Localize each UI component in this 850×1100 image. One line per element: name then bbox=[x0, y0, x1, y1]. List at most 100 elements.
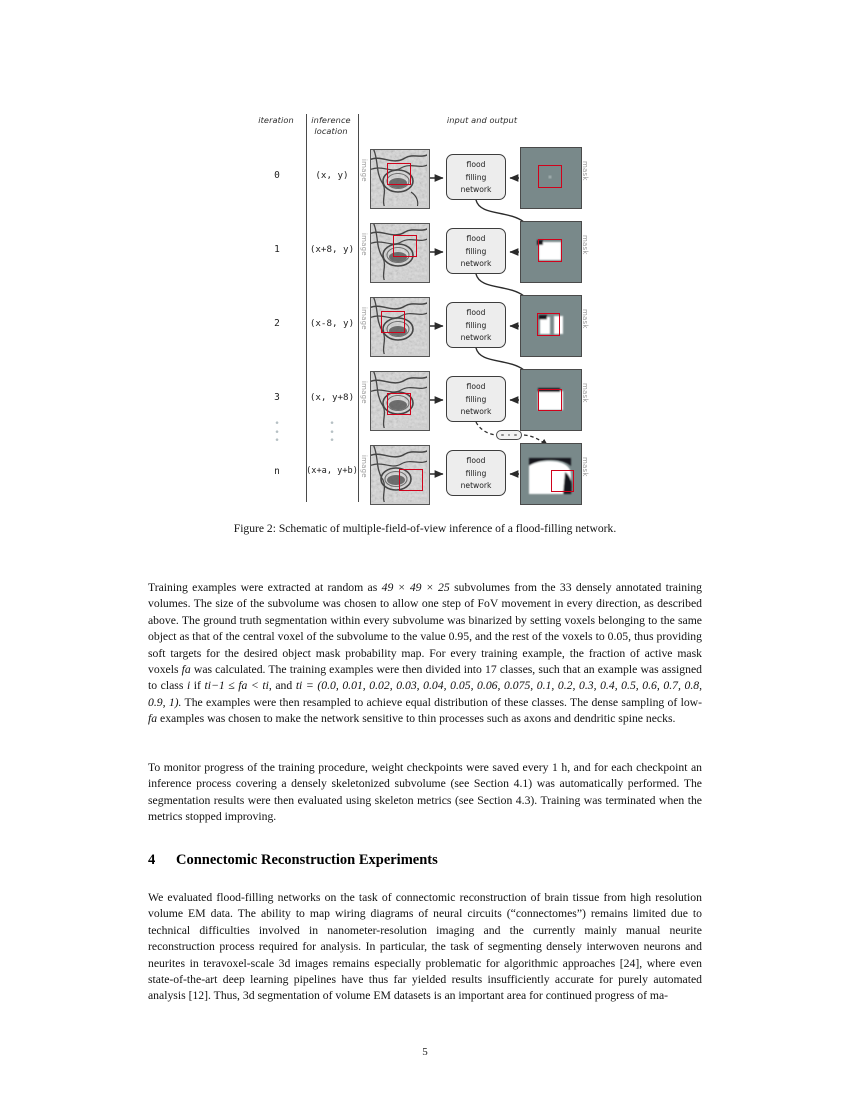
image-panel-label: image bbox=[360, 455, 368, 478]
dot: • bbox=[329, 419, 335, 429]
p1-text-f: The examples were then resampled to achi… bbox=[181, 695, 702, 709]
mask-red-box bbox=[538, 239, 562, 262]
ffn-label-line2: filling bbox=[465, 246, 487, 256]
em-image-panel: image bbox=[360, 297, 430, 357]
mask-red-box bbox=[538, 165, 562, 188]
column-divider-1 bbox=[306, 114, 308, 502]
row-iteration-value: 1 bbox=[274, 244, 280, 255]
body-paragraph-3: We evaluated flood-filling networks on t… bbox=[148, 890, 702, 1016]
p1-text-d: if bbox=[190, 679, 205, 693]
em-image-panel: image bbox=[360, 445, 430, 505]
iteration-column-dots: • • • bbox=[266, 420, 288, 446]
ellipsis-pill bbox=[496, 430, 522, 440]
row-location-value: (x+8, y) bbox=[309, 244, 355, 255]
header-input-and-output: input and output bbox=[446, 115, 518, 125]
ffn-label-line3: network bbox=[460, 259, 492, 269]
dot: • bbox=[274, 419, 280, 429]
mask-panel: mask bbox=[520, 221, 589, 283]
ffn-box: flood filling network bbox=[446, 376, 506, 422]
mask-panel-label: mask bbox=[581, 457, 589, 477]
figure-row-3: 3 (x, y+8) image bbox=[248, 368, 604, 431]
row-iteration-value: 3 bbox=[274, 392, 280, 403]
mask-panel: mask bbox=[520, 369, 589, 431]
em-image-panel: image bbox=[360, 149, 430, 209]
mask-red-box bbox=[551, 470, 574, 492]
ffn-label-line3: network bbox=[460, 481, 492, 491]
fov-red-box bbox=[381, 311, 405, 333]
header-iteration: iteration bbox=[258, 115, 294, 125]
location-column-dots: • • • bbox=[321, 420, 343, 446]
row-location-value: (x, y+8) bbox=[309, 392, 355, 403]
em-texture bbox=[370, 223, 430, 283]
header-inference-location: inference location bbox=[304, 115, 358, 137]
em-image-panel: image bbox=[360, 371, 430, 431]
ffn-label-line2: filling bbox=[465, 172, 487, 182]
ffn-label-line1: flood bbox=[466, 234, 486, 243]
fov-red-box bbox=[387, 393, 411, 415]
pill-dot bbox=[507, 433, 511, 437]
mask-red-box bbox=[538, 389, 562, 411]
ffn-label-line1: flood bbox=[466, 160, 486, 169]
dot: • bbox=[274, 427, 280, 438]
fov-red-box bbox=[399, 469, 423, 491]
mask-panel: mask bbox=[520, 443, 589, 505]
ffn-label-line2: filling bbox=[465, 468, 487, 478]
pill-dot bbox=[514, 433, 517, 437]
image-panel-label: image bbox=[360, 307, 368, 330]
mask-canvas bbox=[520, 221, 582, 283]
p1-fa: fa bbox=[181, 663, 191, 677]
figure-2: iteration inference location input and o… bbox=[248, 112, 604, 507]
ffn-label-line3: network bbox=[460, 185, 492, 195]
mask-panel-label: mask bbox=[581, 161, 589, 181]
row-iteration-value: 2 bbox=[274, 318, 280, 329]
body-paragraph-1: Training examples were extracted at rand… bbox=[148, 580, 702, 739]
p1-fa-2: fa bbox=[148, 712, 158, 726]
ffn-box: flood filling network bbox=[446, 228, 506, 274]
header-inference-line1: inference bbox=[311, 115, 351, 125]
p1-i: i bbox=[186, 679, 191, 693]
image-panel-label: image bbox=[360, 233, 368, 256]
dot: • bbox=[329, 436, 335, 446]
mask-canvas bbox=[520, 295, 582, 357]
mask-panel-label: mask bbox=[581, 383, 589, 403]
figure-caption: Figure 2: Schematic of multiple-field-of… bbox=[233, 522, 617, 535]
mask-panel: mask bbox=[520, 295, 589, 357]
pill-dot bbox=[501, 433, 504, 437]
figure-row-2: 2 (x-8, y) image bbox=[248, 294, 604, 357]
dot: • bbox=[274, 436, 280, 446]
mask-canvas bbox=[520, 443, 582, 505]
image-panel-label: image bbox=[360, 159, 368, 182]
p1-ti-values: = (0.0, 0.01, 0.02, 0.03, 0.04, 0.05, 0.… bbox=[148, 679, 703, 709]
p1-condition: ti−1 ≤ fa < ti bbox=[204, 679, 269, 693]
p1-text-a: Training examples were extracted at rand… bbox=[148, 581, 382, 594]
fov-red-box bbox=[387, 163, 411, 185]
em-image-panel: image bbox=[360, 223, 430, 283]
row-location-value: (x, y) bbox=[315, 170, 349, 181]
p1-text-e: , and bbox=[268, 679, 296, 693]
ffn-label-line2: filling bbox=[465, 320, 487, 330]
ffn-label-line3: network bbox=[460, 407, 492, 417]
mask-panel-label: mask bbox=[581, 309, 589, 329]
row-location-value: (x-8, y) bbox=[309, 318, 355, 329]
body-paragraph-2: To monitor progress of the training proc… bbox=[148, 760, 702, 837]
row-iteration-value: 0 bbox=[274, 170, 280, 181]
mask-red-box bbox=[537, 313, 560, 336]
figure-row-n: n (x+a, y+b) image bbox=[248, 442, 604, 505]
mask-canvas bbox=[520, 147, 582, 209]
p2-text: To monitor progress of the training proc… bbox=[148, 761, 702, 824]
ffn-label-line1: flood bbox=[466, 308, 486, 317]
p1-ti-label: ti bbox=[295, 679, 303, 693]
header-inference-line2: location bbox=[314, 126, 348, 136]
mask-panel: mask bbox=[520, 147, 589, 209]
figure-row-1: 1 (x+8, y) image bbox=[248, 220, 604, 283]
dot: • bbox=[329, 427, 335, 438]
ffn-label-line1: flood bbox=[466, 456, 486, 465]
ffn-box: flood filling network bbox=[446, 154, 506, 200]
row-location-value: (x+a, y+b) bbox=[306, 466, 358, 476]
ffn-label-line1: flood bbox=[466, 382, 486, 391]
figure-column-headers: iteration inference location input and o… bbox=[248, 112, 604, 144]
ffn-label-line2: filling bbox=[465, 394, 487, 404]
em-texture bbox=[370, 149, 430, 209]
